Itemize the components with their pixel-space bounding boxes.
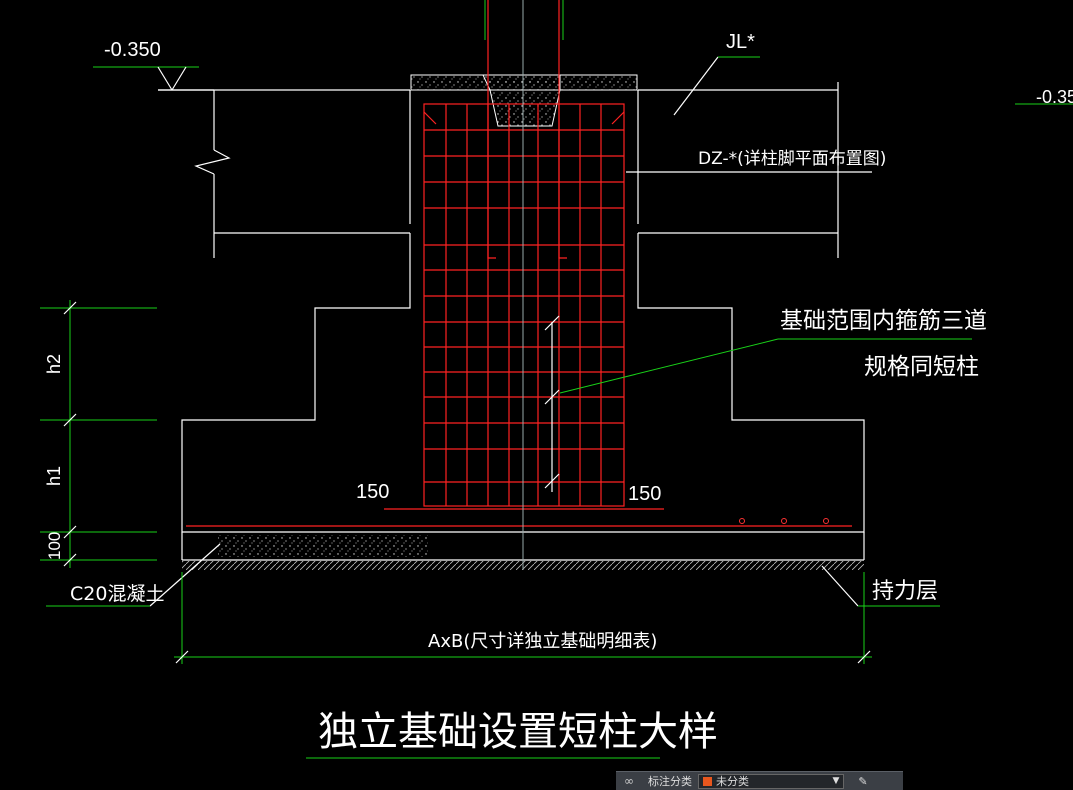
category-color-swatch <box>703 776 712 786</box>
drawing-title: 独立基础设置短柱大样 <box>318 709 718 755</box>
link-icon[interactable]: ∞ <box>624 774 634 788</box>
concrete-label: C20混凝土 <box>70 583 164 605</box>
dim-h2: h2 <box>44 354 64 374</box>
column-leader: DZ-*(详柱脚平面布置图) <box>626 149 886 173</box>
annotation-category-select[interactable]: 未分类 ▼ <box>698 773 844 789</box>
pen-icon[interactable]: ✎ <box>858 774 868 788</box>
bearing-layer-label: 持力层 <box>872 579 938 604</box>
elevation-marker-left: -0.350 <box>93 39 410 91</box>
chevron-down-icon: ▼ <box>832 776 840 786</box>
column-top-cap <box>410 74 638 127</box>
annotation-toolbar: ∞ 标注分类 未分类 ▼ ✎ <box>616 771 903 790</box>
dim-h1: h1 <box>44 466 64 486</box>
grade-beam-right <box>637 82 839 258</box>
width-dimension: AxB(尺寸详独立基础明细表) <box>174 572 872 664</box>
column-grid-lines <box>484 0 564 570</box>
column-rebar-cage <box>186 0 852 527</box>
beam-label: JL* <box>726 31 755 53</box>
dim-150-left: 150 <box>356 481 389 503</box>
column-label: DZ-*(详柱脚平面布置图) <box>698 149 886 169</box>
width-dim-label: AxB(尺寸详独立基础明细表) <box>428 631 657 652</box>
beam-leader: JL* <box>673 31 760 116</box>
concrete-leader: C20混凝土 <box>46 543 221 607</box>
dim-100: 100 <box>45 532 64 560</box>
elevation-marker-right: -0.35 <box>1015 87 1073 107</box>
stirrup-leader <box>544 315 972 492</box>
dim-150-right: 150 <box>628 483 661 505</box>
category-select-value: 未分类 <box>716 775 749 788</box>
stirrup-note-line1: 基础范围内箍筋三道 <box>780 308 987 334</box>
elevation-text-left: -0.350 <box>104 39 161 61</box>
stirrup-note-line2: 规格同短柱 <box>864 354 979 380</box>
elevation-text-right: -0.35 <box>1036 87 1073 107</box>
bearing-layer-leader: 持力层 <box>821 565 940 607</box>
annotation-category-label: 标注分类 <box>648 775 692 788</box>
grade-beam-left <box>194 90 411 258</box>
vertical-dimension-chain: h2 h1 100 <box>40 300 157 568</box>
